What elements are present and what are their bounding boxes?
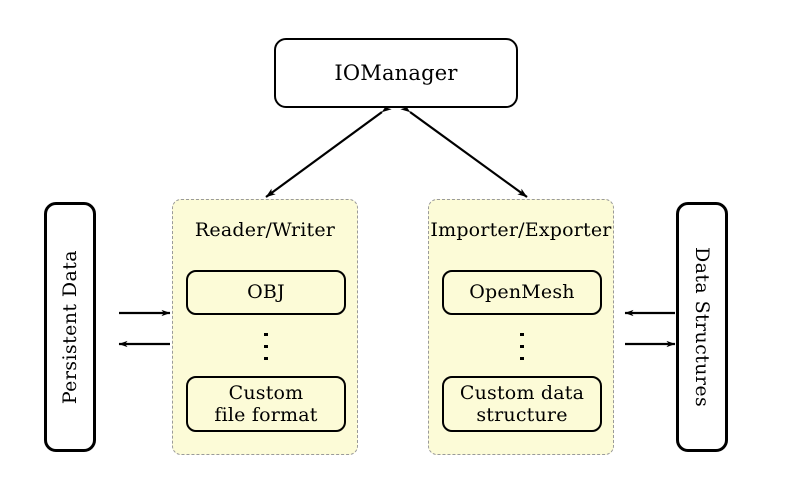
- item-custom-file-format[interactable]: Custom file format: [186, 376, 346, 432]
- item-openmesh[interactable]: OpenMesh: [442, 270, 602, 315]
- ellipsis-importer-exporter: [515, 333, 529, 360]
- item-custom-data-structure-line2: structure: [476, 404, 568, 426]
- persistent-data-label: Persistent Data: [58, 249, 81, 405]
- panel-reader-writer-title: Reader/Writer: [194, 219, 336, 241]
- panel-reader-writer[interactable]: Reader/Writer OBJ Custom file format: [172, 199, 358, 455]
- item-obj-label: OBJ: [247, 281, 285, 304]
- data-structures-node[interactable]: Data Structures: [676, 202, 728, 452]
- panel-importer-exporter-title: Importer/Exporter: [430, 219, 612, 241]
- item-custom-data-structure-line1: Custom data: [459, 381, 585, 404]
- iomanager-node[interactable]: IOManager: [274, 38, 518, 108]
- persistent-data-node[interactable]: Persistent Data: [44, 202, 96, 452]
- data-structures-label: Data Structures: [691, 246, 714, 408]
- item-openmesh-label: OpenMesh: [469, 281, 575, 304]
- item-obj[interactable]: OBJ: [186, 270, 346, 315]
- panel-importer-exporter[interactable]: Importer/Exporter OpenMesh Custom data s…: [428, 199, 614, 455]
- item-custom-data-structure[interactable]: Custom data structure: [442, 376, 602, 432]
- item-custom-file-format-line1: Custom: [228, 381, 304, 404]
- ellipsis-reader-writer: [259, 333, 273, 360]
- connector-manager-importer-exporter: [400, 103, 528, 198]
- item-custom-file-format-line2: file format: [214, 404, 318, 426]
- iomanager-label: IOManager: [334, 60, 458, 85]
- connector-manager-reader-writer: [265, 103, 392, 198]
